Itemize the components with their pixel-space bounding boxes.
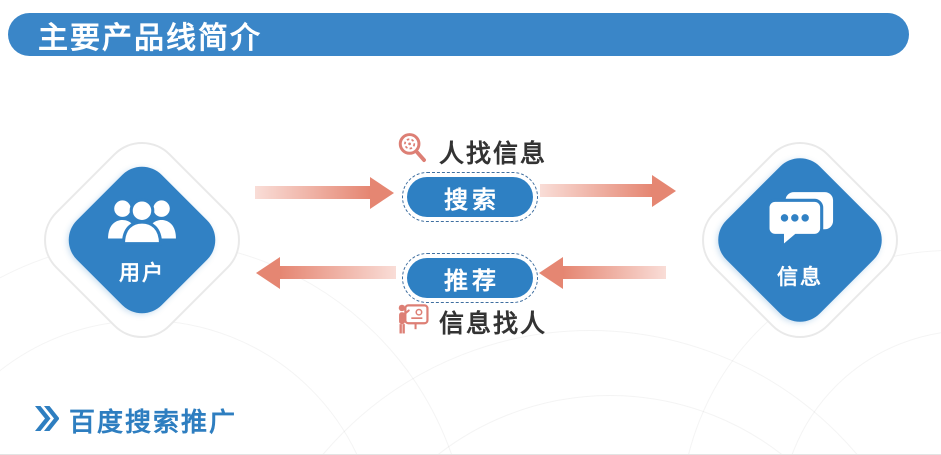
search-button[interactable]: 搜索 <box>402 172 538 222</box>
arrow-search-to-info <box>540 184 652 197</box>
footer-product-line[interactable]: 百度搜索推广 <box>35 402 237 439</box>
users-icon <box>106 194 178 253</box>
footer-label: 百度搜索推广 <box>69 407 238 437</box>
presenter-icon <box>396 301 430 342</box>
double-chevron-icon <box>35 405 60 437</box>
recommend-button[interactable]: 推荐 <box>402 253 538 303</box>
caption-text: 信息找人 <box>439 309 548 338</box>
search-button-label: 搜索 <box>444 186 500 214</box>
caption-text: 人找信息 <box>439 139 548 168</box>
left-node-content: 用户 <box>82 180 202 300</box>
right-node-info: 信息 <box>706 146 894 334</box>
right-node-content: 信息 <box>734 174 866 306</box>
chat-bubbles-icon <box>762 190 838 257</box>
recommend-button-face: 推荐 <box>407 258 533 298</box>
right-node-label: 信息 <box>777 265 823 289</box>
left-node-users: 用户 <box>57 155 227 325</box>
arrow-users-to-search <box>255 186 370 199</box>
caption-info-finds-people: 信息找人 <box>396 301 547 342</box>
search-target-icon <box>396 132 430 171</box>
recommend-button-label: 推荐 <box>444 267 500 295</box>
caption-people-find-info: 人找信息 <box>396 132 547 171</box>
left-node-label: 用户 <box>119 261 165 285</box>
header-banner: 主要产品线简介 <box>8 13 909 56</box>
arrow-reco-to-users <box>280 266 396 279</box>
arrow-info-to-reco <box>563 266 666 279</box>
search-button-face: 搜索 <box>407 177 533 217</box>
page-title: 主要产品线简介 <box>38 21 262 55</box>
